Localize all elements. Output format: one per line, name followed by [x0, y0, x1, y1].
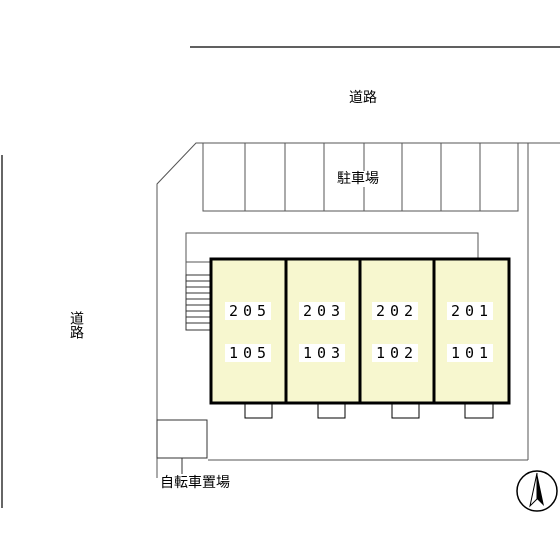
unit-block-3 — [358, 257, 436, 405]
corridor — [185, 232, 479, 263]
site-boundary — [156, 142, 560, 478]
north-arrow-icon — [516, 470, 558, 512]
room-upper-3: 202 — [372, 302, 419, 320]
road-label-top: 道路 — [349, 90, 377, 106]
unit-block-1 — [209, 257, 288, 405]
room-lower-4: 101 — [447, 344, 494, 362]
stairs-icon — [185, 274, 213, 331]
balconies — [244, 403, 494, 419]
parking-label: 駐車場 — [337, 171, 379, 187]
room-lower-2: 103 — [299, 344, 346, 362]
room-lower-3: 102 — [372, 344, 419, 362]
room-upper-2: 203 — [299, 302, 346, 320]
room-lower-1: 105 — [225, 344, 272, 362]
room-upper-4: 201 — [447, 302, 494, 320]
building — [209, 257, 511, 405]
parking-stalls — [202, 143, 519, 212]
bicycle-parking-label: 自転車置場 — [160, 475, 230, 491]
road-label-left: 道路 — [68, 311, 84, 339]
room-upper-1: 205 — [225, 302, 272, 320]
bicycle-parking-area — [156, 419, 208, 459]
unit-block-4 — [432, 257, 511, 405]
unit-block-2 — [284, 257, 362, 405]
